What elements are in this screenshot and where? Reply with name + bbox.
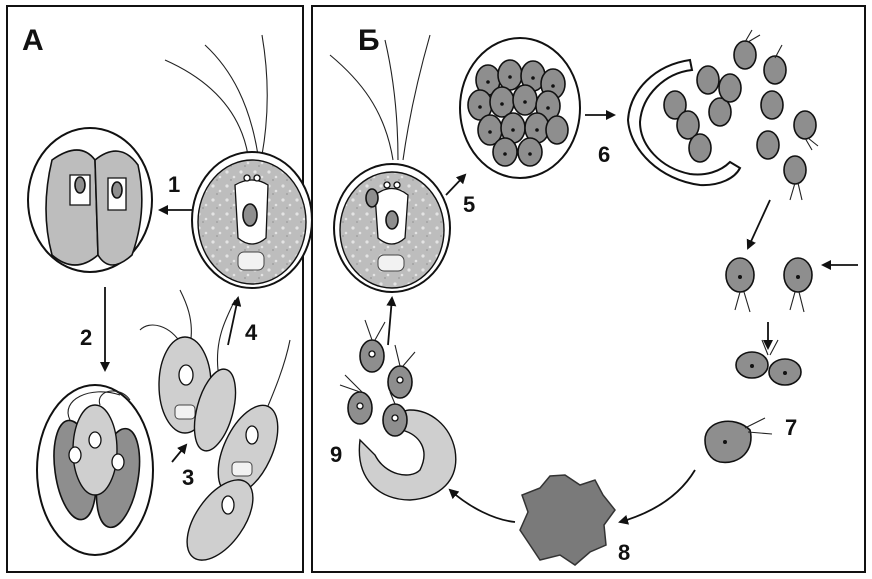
step-label-7: 7 xyxy=(785,415,797,440)
step-label-9: 9 xyxy=(330,442,342,467)
panel-b-frame xyxy=(311,5,866,573)
arrow-to-mother xyxy=(386,296,397,346)
step-label-8: 8 xyxy=(618,540,630,565)
gametes-inside xyxy=(467,59,569,167)
zygote xyxy=(519,474,616,566)
step-label-4: 4 xyxy=(245,320,258,345)
step-label-5: 5 xyxy=(463,192,475,217)
step-label-1: 1 xyxy=(168,172,180,197)
arrow-to-germination xyxy=(448,488,516,523)
arrow-5 xyxy=(445,173,467,196)
zoospores-b xyxy=(339,319,457,501)
step-label-6: 6 xyxy=(598,142,610,167)
arrow-3 xyxy=(171,443,188,463)
panel-b-label: Б xyxy=(358,24,380,57)
panel-asexual: А xyxy=(6,5,313,573)
dividing-cell xyxy=(27,127,153,273)
panel-sexual: Б xyxy=(311,5,866,573)
released-gametes xyxy=(626,29,819,201)
arrow-to-zygote xyxy=(618,469,696,525)
panel-a-frame xyxy=(6,5,304,573)
gamete-fusion xyxy=(704,257,813,464)
mother-cell-b xyxy=(329,34,451,293)
mother-cell-a xyxy=(164,34,313,289)
zoospores-a xyxy=(139,289,291,561)
zoosporangium-a xyxy=(36,384,154,556)
gametangium xyxy=(459,37,581,179)
step-label-3: 3 xyxy=(182,465,194,490)
panel-a-label: А xyxy=(22,24,44,57)
arrow-4 xyxy=(227,296,242,346)
arrow-gametes-down xyxy=(746,199,771,250)
gamete-cluster xyxy=(663,29,819,201)
step-label-2: 2 xyxy=(80,325,92,350)
